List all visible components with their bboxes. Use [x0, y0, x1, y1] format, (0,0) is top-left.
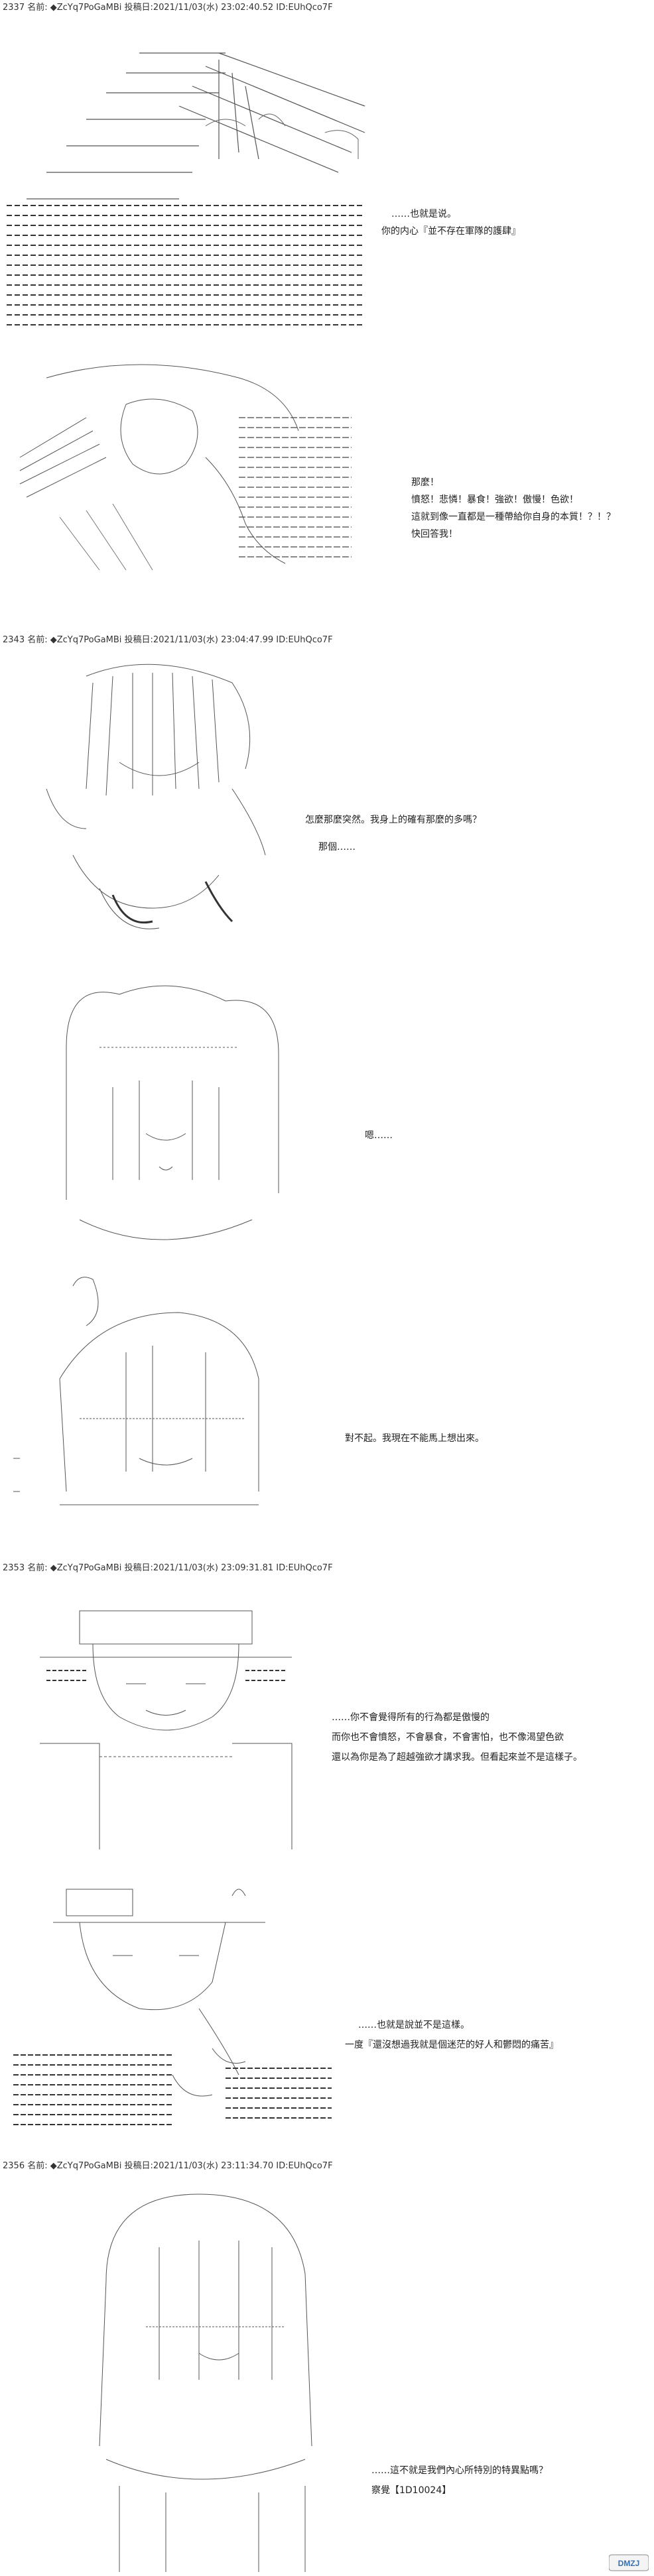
svg-text:DMZJ: DMZJ — [618, 2559, 640, 2568]
post-header: 2337 名前: ◆ZcYq7PoGaMBi 投稿日:2021/11/03(水)… — [3, 3, 333, 13]
dialog-line: 快回答我！ — [411, 529, 458, 540]
dialog-line: ……你不會覺得所有的行為都是傲慢的 — [332, 1712, 490, 1723]
ascii-art-character — [7, 1273, 325, 1551]
ascii-art-character — [20, 656, 298, 948]
dialog-line: 還以為你是為了超越強欲才講求我。但看起來並不是這樣子。 — [332, 1752, 582, 1763]
ascii-art-character — [27, 981, 305, 1259]
post-header: 2356 名前: ◆ZcYq7PoGaMBi 投稿日:2021/11/03(水)… — [3, 2161, 333, 2171]
dialog-line: ……也就是说。 — [391, 209, 456, 219]
dialog-line: ……這不就是我們內心所特別的特異點嗎？ — [371, 2465, 548, 2476]
ascii-art-character — [66, 2181, 371, 2572]
dialog-line: 怎麼那麼突然。我身上的確有那麼的多嗎？ — [305, 815, 482, 825]
dialog-line: 對不起。我現在不能馬上想出來。 — [345, 1433, 484, 1444]
ascii-art-character — [13, 1584, 318, 1863]
dialog-line: 那個…… — [318, 842, 356, 852]
dialog-line: 察覺【1D10024】 — [371, 2485, 452, 2496]
dialog-line: 一度『還沒想過我就是個迷茫的好人和鬱悶的痛苦』 — [345, 2040, 558, 2050]
ascii-art-character — [13, 1876, 345, 2141]
watermark-logo: DMZJ — [608, 2553, 649, 2572]
ascii-art-wall — [7, 27, 378, 338]
post-header: 2343 名前: ◆ZcYq7PoGaMBi 投稿日:2021/11/03(水)… — [3, 635, 333, 645]
ascii-art-character — [7, 351, 378, 590]
post-header: 2353 名前: ◆ZcYq7PoGaMBi 投稿日:2021/11/03(水)… — [3, 1563, 333, 1573]
dialog-line: 而你也不會憤怒，不會暴食，不會害怕，也不像渴望色欲 — [332, 1732, 564, 1743]
dialog-line: 憤怒！悲憐！暴食！強欲！傲慢！色欲！ — [411, 495, 578, 505]
dialog-line: 嗯…… — [365, 1130, 393, 1141]
dialog-line: ……也就是說並不是這樣。 — [358, 2020, 470, 2030]
dialog-line: 你的内心『並不存在軍隊的護肆』 — [381, 226, 521, 237]
dialog-line: 這就到像一直都是一種帶給你自身的本質！？！？ — [411, 512, 616, 522]
dialog-line: 那麼！ — [411, 477, 439, 488]
